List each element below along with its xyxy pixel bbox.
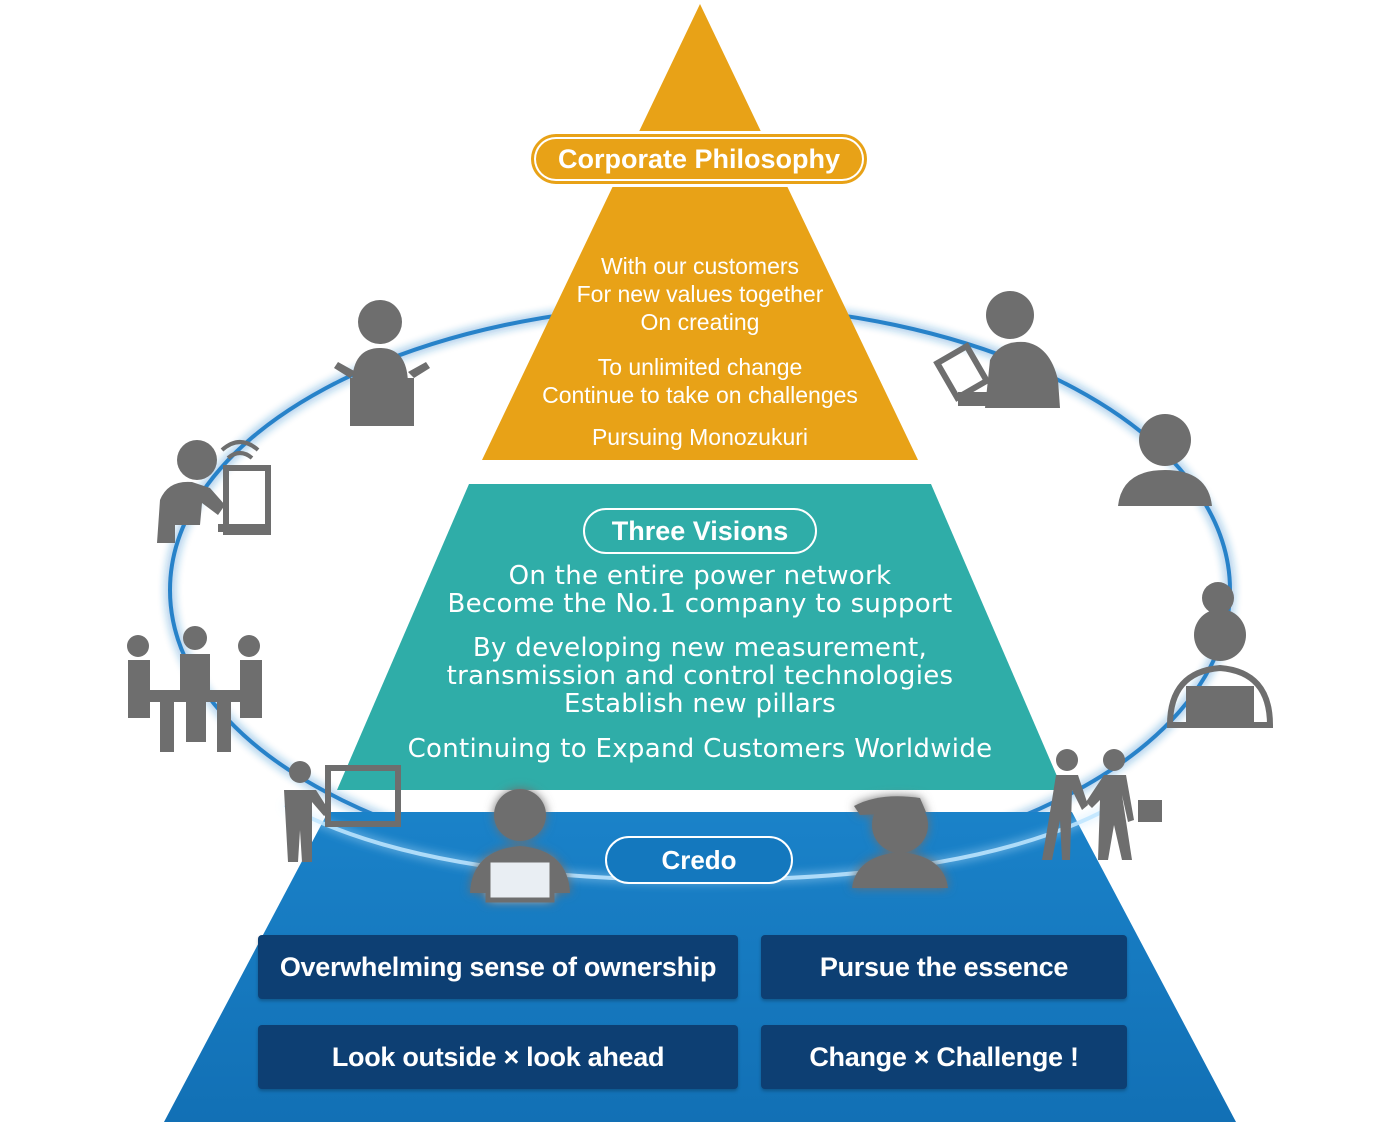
two-people-handshake-icon: [1042, 749, 1162, 860]
presenter-with-board-icon: [284, 761, 401, 862]
person-with-laptop-wifi-icon: [157, 440, 271, 543]
person-with-cap-icon: [852, 796, 948, 888]
vision-line: By developing new measurement,: [472, 633, 928, 663]
philosophy-line: Pursuing Monozukuri: [591, 424, 809, 450]
philosophy-line: Continue to take on challenges: [542, 382, 858, 408]
businessman-icon: [1118, 414, 1212, 506]
credo-item-ownership: Overwhelming sense of ownership: [258, 935, 738, 999]
credo-title: Credo: [605, 836, 793, 884]
visions-tier: [337, 484, 1063, 790]
philosophy-title: Corporate Philosophy: [528, 131, 870, 187]
visions-title: Three Visions: [583, 508, 817, 554]
philosophy-line: With our customers: [600, 253, 800, 279]
office-worker-laptop-icon: [470, 789, 570, 903]
credo-item-pursue-essence: Pursue the essence: [761, 935, 1127, 999]
credo-item-change-challenge: Change × Challenge !: [761, 1025, 1127, 1089]
philosophy-line: For new values together: [576, 281, 824, 307]
vision-line: transmission and control technologies: [446, 661, 954, 691]
credo-item-look-outside: Look outside × look ahead: [258, 1025, 738, 1089]
vision-line: Establish new pillars: [564, 689, 836, 719]
vision-line: Become the No.1 company to support: [447, 589, 953, 619]
meeting-table-icon: [127, 626, 262, 752]
woman-at-laptop-icon: [1166, 582, 1274, 728]
person-at-box-icon: [334, 300, 430, 426]
vision-line: On the entire power network: [508, 561, 892, 591]
philosophy-line: To unlimited change: [597, 354, 803, 380]
philosophy-tier: [482, 4, 918, 460]
philosophy-line: On creating: [640, 309, 760, 335]
vision-line: Continuing to Expand Customers Worldwide: [407, 734, 993, 764]
person-with-tablet-icon: [933, 291, 1060, 408]
